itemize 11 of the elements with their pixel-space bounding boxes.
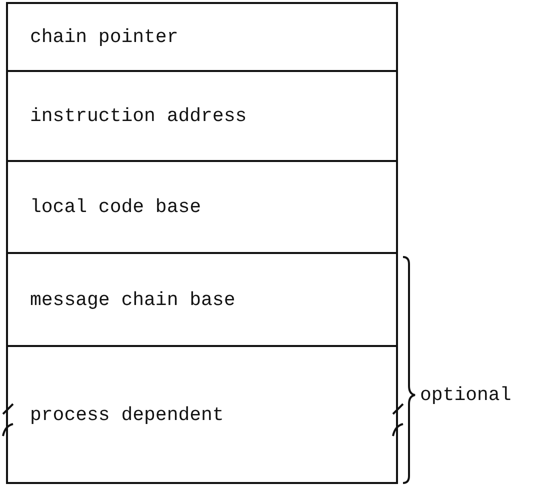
field-label: instruction address [30,105,247,127]
field-label: chain pointer [30,26,178,48]
memory-field-box [6,160,398,254]
field-label: local code base [30,196,202,218]
memory-field-box [6,345,398,484]
field-label: process dependent [30,404,224,426]
field-label: message chain base [30,288,236,310]
memory-field-box [6,252,398,347]
memory-field-box [6,70,398,162]
annotation-text: optional [420,384,512,406]
memory-field-box [6,2,398,72]
